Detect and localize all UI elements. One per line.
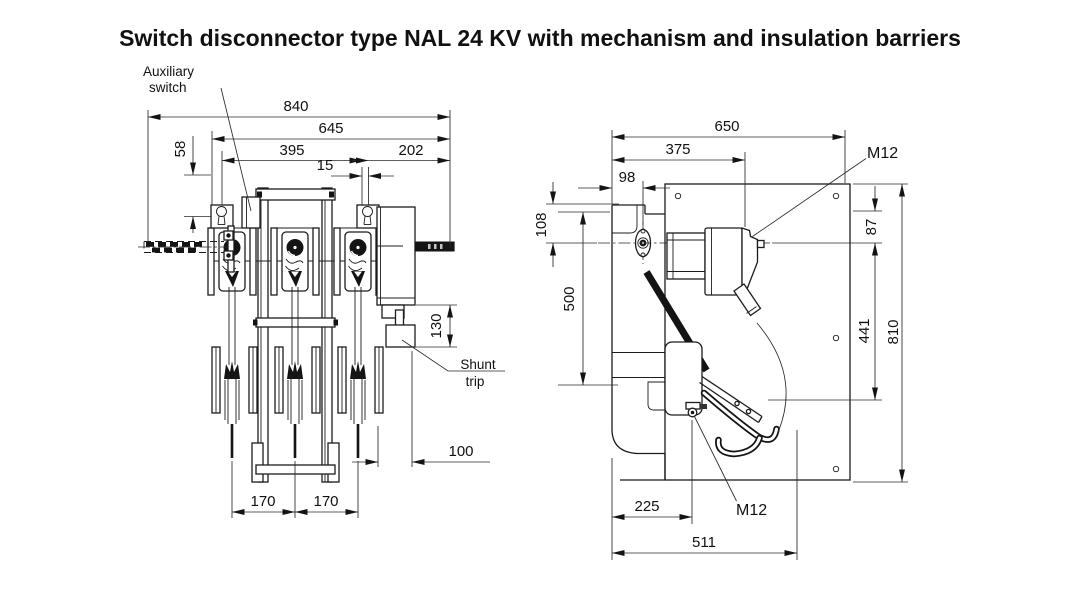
auxiliary-switch-leader	[220, 87, 252, 212]
mechanism-box	[376, 206, 455, 348]
upper-m12-bolt	[756, 239, 765, 249]
dim-overall-depth: 650	[714, 118, 739, 135]
dim-top-offset: 58	[172, 141, 189, 158]
top-crossbar	[255, 188, 336, 201]
dim-overall-width: 840	[283, 98, 308, 115]
operating-handle	[699, 375, 780, 458]
upper-m12-leader	[752, 158, 867, 237]
side-view-dimension-lines	[550, 134, 905, 556]
shunt-trip-leader	[401, 339, 505, 372]
dim-mechanism-depth: 202	[398, 142, 423, 159]
dim-upper-offset: 87	[863, 219, 880, 236]
dim-pole-span: 395	[279, 142, 304, 159]
shunt-trip-label-line2: trip	[466, 374, 485, 389]
dim-overall-swing-depth: 511	[692, 534, 716, 551]
side-view-extension-lines	[546, 130, 908, 560]
frame-side-profile	[611, 204, 666, 480]
dim-hinge-depth: 98	[619, 169, 636, 186]
keyhole-bracket-right	[356, 204, 380, 229]
auxiliary-switch-label-line2: switch	[149, 80, 187, 95]
angled-terminal	[733, 283, 762, 317]
lower-m12-label: M12	[736, 502, 767, 519]
page-title: Switch disconnector type NAL 24 KV with …	[119, 25, 961, 51]
shunt-trip-box	[385, 324, 416, 348]
frame	[251, 187, 340, 483]
dim-lower-span: 441	[856, 318, 873, 343]
front-view: Auxiliary switch Shunt trip	[138, 64, 505, 518]
dim-lower-bolt-depth: 225	[634, 498, 659, 515]
keyhole-bracket-left	[210, 204, 234, 229]
front-view-dimension-lines	[148, 114, 490, 515]
mid-crossbar	[255, 317, 336, 328]
dim-upper-contact-depth: 375	[665, 141, 690, 158]
dim-hinge-height-offset: 108	[533, 212, 550, 237]
drive-shaft-phantom	[138, 225, 235, 273]
dim-shunt-trip-offset: 100	[448, 443, 473, 460]
bottom-crossbar	[255, 464, 336, 475]
lower-drive-box	[664, 341, 707, 418]
swing-arc	[756, 322, 787, 432]
upper-m12-label: M12	[867, 145, 898, 162]
auxiliary-switch-box	[241, 196, 261, 229]
dim-pole-pitch-left: 170	[250, 493, 275, 510]
side-view: 650 375 98 108 500 87 441 810 225 511 M1…	[533, 118, 908, 560]
shunt-trip-label-line1: Shunt	[460, 357, 496, 372]
auxiliary-switch-label-line1: Auxiliary	[143, 64, 194, 79]
lower-m12-leader	[693, 415, 737, 502]
dim-mounting-height: 500	[561, 286, 578, 311]
dim-frame-width: 645	[318, 120, 343, 137]
dim-bracket-gap: 15	[317, 157, 334, 174]
dim-barrier-height: 810	[885, 319, 902, 344]
upper-insulator-assembly	[666, 227, 765, 317]
front-view-extension-lines	[147, 110, 457, 518]
dim-shunt-trip-height: 130	[428, 313, 445, 338]
pole-2	[269, 226, 322, 460]
pole-3	[332, 226, 385, 460]
dim-pole-pitch-right: 170	[313, 493, 338, 510]
